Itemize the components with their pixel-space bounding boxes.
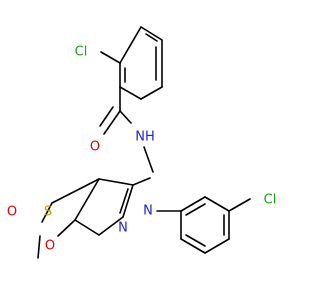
atom-label-n: N: [118, 221, 128, 236]
bond: [140, 86, 163, 100]
atom-label-cl: Cl: [264, 193, 277, 208]
bond: [204, 196, 230, 212]
bond: [140, 26, 163, 41]
bond: [185, 203, 206, 216]
bond: [145, 33, 158, 42]
bond: [37, 235, 41, 259]
amide-group: [99, 106, 154, 173]
bond: [98, 216, 124, 236]
chlorobenzene-ring: [100, 26, 163, 112]
bond: [51, 178, 100, 204]
bond: [74, 178, 100, 221]
bond: [119, 86, 142, 100]
bond: [143, 146, 154, 173]
bond: [132, 177, 151, 186]
bond: [228, 198, 251, 212]
bond: [103, 110, 121, 135]
bond: [185, 234, 206, 247]
bond: [119, 26, 142, 64]
bond: [180, 238, 206, 254]
bond: [98, 178, 134, 186]
atom-label-cl: Cl: [75, 45, 88, 60]
molecule-structure: Cl O NH N N S O O Cl: [7, 26, 277, 259]
atom-label-nh: NH: [135, 130, 155, 145]
bond: [180, 196, 206, 212]
bond: [122, 184, 134, 218]
atom-label-o: O: [45, 239, 55, 254]
bond: [57, 219, 76, 237]
atom-label-o: O: [90, 140, 100, 155]
chlorophenyl-ring: [156, 196, 251, 254]
atom-label-o: O: [7, 205, 17, 220]
bond: [119, 188, 129, 214]
bond: [41, 202, 53, 223]
bond: [100, 51, 121, 64]
atom-label-s: S: [44, 205, 52, 220]
bond: [119, 110, 132, 124]
bond: [204, 238, 230, 254]
atom-label-n: N: [143, 204, 153, 219]
bond: [99, 106, 114, 127]
fused-ring-system: [37, 177, 151, 259]
bond: [74, 219, 100, 236]
